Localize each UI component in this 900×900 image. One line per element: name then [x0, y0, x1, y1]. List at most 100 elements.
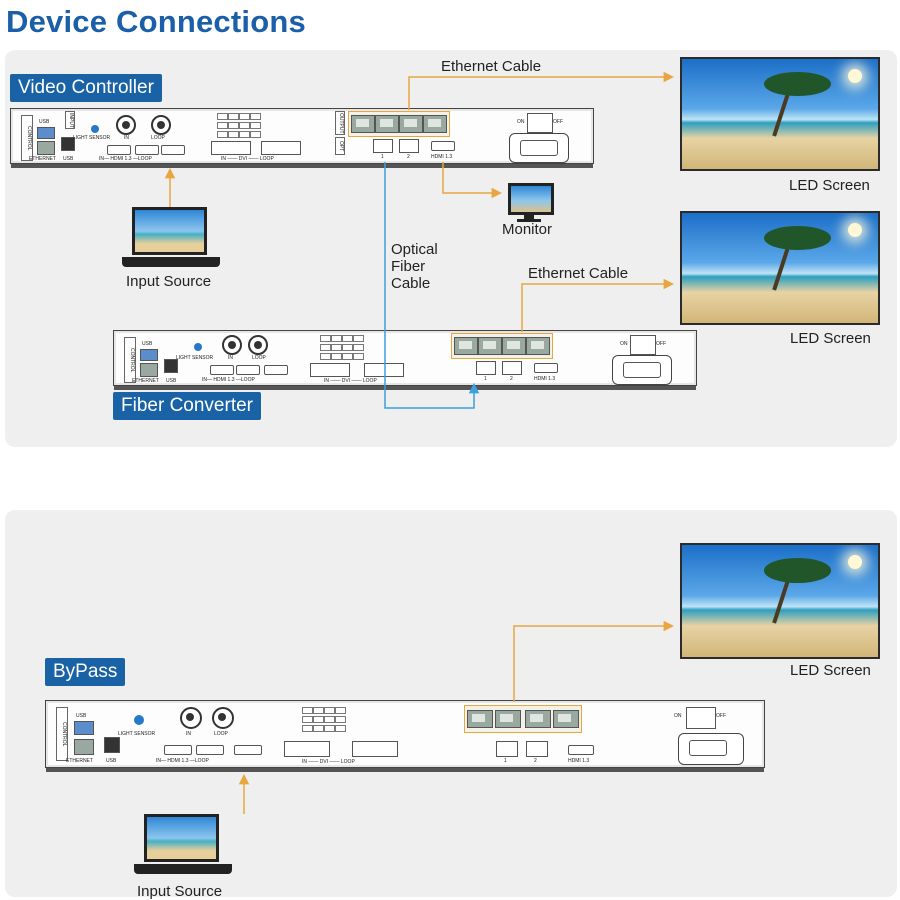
- sdi-in-connector[interactable]: [116, 115, 136, 135]
- monitor-label: Monitor: [502, 221, 553, 238]
- output-port-1[interactable]: [351, 115, 375, 133]
- bp-opt-port-1-label: 1: [504, 758, 507, 764]
- bypass-device: CONTROL USB ETHERNET USB LIGHT SENSOR IN…: [45, 700, 765, 772]
- bp-dvi-in-port[interactable]: [284, 741, 330, 757]
- bp-sdi-in-connector[interactable]: [180, 707, 202, 729]
- input-source-laptop-bottom: [134, 814, 232, 874]
- fc-power-switch[interactable]: [630, 335, 656, 355]
- power-switch[interactable]: [527, 113, 553, 133]
- opt-panel-label: OPT: [335, 137, 345, 155]
- bp-ethernet-port[interactable]: [74, 739, 94, 755]
- bp-dvi-loop-port[interactable]: [352, 741, 398, 757]
- fc-hdmi-in-port[interactable]: [210, 365, 234, 375]
- bp-hdmi-13-out-port[interactable]: [568, 745, 594, 755]
- hdmi-13-port[interactable]: [161, 145, 185, 155]
- output-port-3[interactable]: [399, 115, 423, 133]
- fc-hdmi-13-out-port[interactable]: [534, 363, 558, 373]
- output-port-4[interactable]: [423, 115, 447, 133]
- bp-output-port-1[interactable]: [467, 710, 493, 728]
- fc-control-panel-label: CONTROL: [124, 337, 136, 383]
- ethernet-cable-label-2: Ethernet Cable: [528, 265, 629, 282]
- output-port-group: [348, 111, 450, 137]
- fc-power-inlet[interactable]: [612, 355, 672, 385]
- hdmi-13-out-port[interactable]: [431, 141, 455, 151]
- usb-port[interactable]: [37, 127, 55, 139]
- fc-dvi-loop-port[interactable]: [364, 363, 404, 377]
- sdi-loop-connector[interactable]: [151, 115, 171, 135]
- bp-hdmi-13-port[interactable]: [234, 745, 262, 755]
- fc-output-port-4[interactable]: [526, 337, 550, 355]
- bp-sdi-loop-connector[interactable]: [212, 707, 234, 729]
- input-source-laptop-top: [122, 207, 220, 267]
- bp-power-switch[interactable]: [686, 707, 716, 729]
- output-panel-label: OUTPUT: [335, 111, 345, 135]
- fc-opt-port-2-label: 2: [510, 376, 513, 382]
- fc-output-port-3[interactable]: [502, 337, 526, 355]
- ethernet-label: ETHERNET: [29, 156, 56, 162]
- fc-ethernet-label: ETHERNET: [132, 378, 159, 384]
- fc-sdi-loop-label: LOOP: [252, 355, 266, 361]
- sdi-in-label: IN: [124, 135, 129, 141]
- dvi-in-port[interactable]: [211, 141, 251, 155]
- bp-light-sensor: [134, 715, 144, 725]
- fiber-converter-tag: Fiber Converter: [113, 392, 261, 420]
- bp-usb-b-port[interactable]: [104, 737, 120, 753]
- opt-port-1-label: 1: [381, 154, 384, 160]
- hdmi-loop-port[interactable]: [135, 145, 159, 155]
- hdmi-in-loop-label: IN— HDMI 1.3 —LOOP: [99, 156, 152, 162]
- output-port-2[interactable]: [375, 115, 399, 133]
- fc-output-port-1[interactable]: [454, 337, 478, 355]
- fc-opt-port-1[interactable]: [476, 361, 496, 375]
- led-screen-1: [680, 57, 880, 171]
- bp-dvi-label: IN —— DVI —— LOOP: [302, 759, 355, 765]
- bp-sdi-loop-label: LOOP: [214, 731, 228, 737]
- bp-opt-port-2[interactable]: [526, 741, 548, 757]
- sdi-loop-label: LOOP: [151, 135, 165, 141]
- bp-output-port-4[interactable]: [553, 710, 579, 728]
- opt-port-2[interactable]: [399, 139, 419, 153]
- fiber-converter-device: CONTROL USB ETHERNET USB LIGHT SENSOR IN…: [113, 330, 697, 390]
- fc-sdi-loop-connector[interactable]: [248, 335, 268, 355]
- fc-sdi-in-connector[interactable]: [222, 335, 242, 355]
- fc-dvi-label: IN —— DVI —— LOOP: [324, 378, 377, 384]
- input-source-label-top: Input Source: [126, 273, 212, 290]
- bp-hdmi-loop-port[interactable]: [196, 745, 224, 755]
- ethernet-port[interactable]: [37, 141, 55, 155]
- bp-output-port-3[interactable]: [525, 710, 551, 728]
- fc-power-off-label: OFF: [656, 341, 666, 347]
- bypass-tag: ByPass: [45, 658, 126, 686]
- bp-hdmi-in-port[interactable]: [164, 745, 192, 755]
- fc-status-indicator-grid: [320, 335, 364, 360]
- bp-opt-port-2-label: 2: [534, 758, 537, 764]
- fc-hdmi-13-port[interactable]: [264, 365, 288, 375]
- usb-b-label: USB: [63, 156, 74, 162]
- fc-usb-port[interactable]: [140, 349, 158, 361]
- bp-usb-port[interactable]: [74, 721, 94, 735]
- hdmi-13-out-label: HDMI 1.3: [431, 154, 453, 160]
- fc-ethernet-port[interactable]: [140, 363, 158, 377]
- usb-label: USB: [39, 119, 50, 125]
- fc-opt-port-2[interactable]: [502, 361, 522, 375]
- power-inlet[interactable]: [509, 133, 569, 163]
- ethernet-cable-label-1: Ethernet Cable: [441, 58, 542, 75]
- page-title: Device Connections: [6, 4, 306, 39]
- fc-light-sensor-label: LIGHT SENSOR: [176, 355, 214, 361]
- bp-usb-label: USB: [76, 713, 87, 719]
- bp-power-inlet[interactable]: [678, 733, 744, 765]
- usb-b-port[interactable]: [61, 137, 75, 151]
- opt-port-2-label: 2: [407, 154, 410, 160]
- bp-control-panel-label: CONTROL: [56, 707, 68, 761]
- bp-ethernet-label: ETHERNET: [66, 758, 93, 764]
- bp-output-port-2[interactable]: [495, 710, 521, 728]
- hdmi-in-port[interactable]: [107, 145, 131, 155]
- bp-usb-b-label: USB: [106, 758, 117, 764]
- fc-usb-b-port[interactable]: [164, 359, 178, 373]
- power-on-label: ON: [517, 119, 525, 125]
- fc-dvi-in-port[interactable]: [310, 363, 350, 377]
- fc-hdmi-loop-port[interactable]: [236, 365, 260, 375]
- bp-opt-port-1[interactable]: [496, 741, 518, 757]
- dvi-label: IN —— DVI —— LOOP: [221, 156, 274, 162]
- fc-output-port-2[interactable]: [478, 337, 502, 355]
- dvi-loop-port[interactable]: [261, 141, 301, 155]
- opt-port-1[interactable]: [373, 139, 393, 153]
